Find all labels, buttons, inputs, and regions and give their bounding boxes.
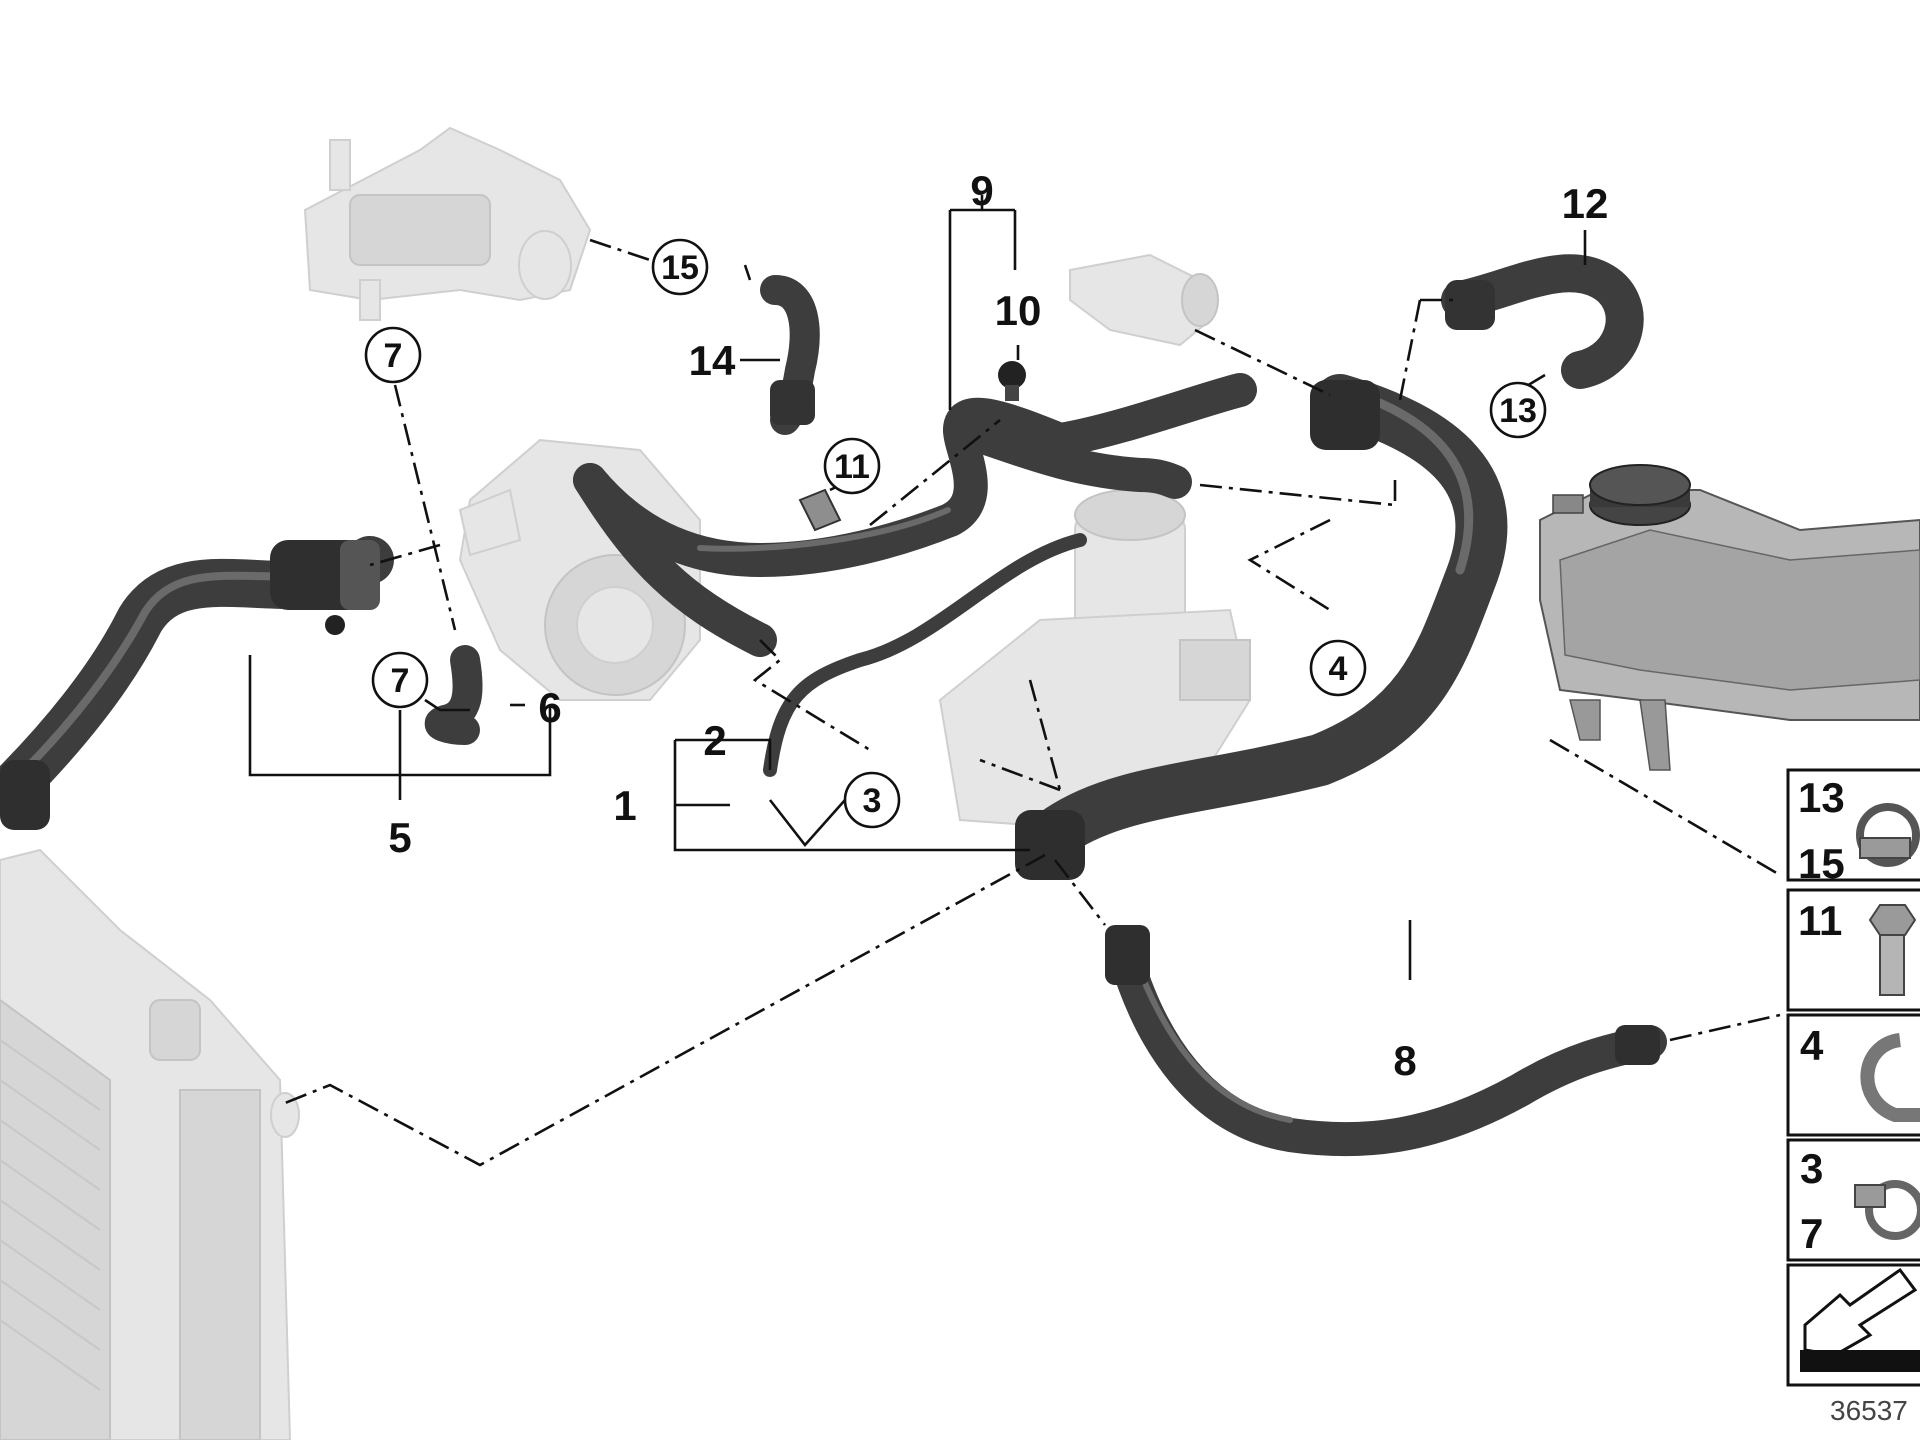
callout-12: 12 — [1562, 180, 1609, 227]
legend-row-clip-4: 4 — [1800, 1022, 1920, 1122]
bolt-11 — [798, 488, 842, 532]
svg-text:3: 3 — [863, 782, 882, 820]
svg-text:3: 3 — [1800, 1145, 1823, 1192]
svg-text:7: 7 — [1800, 1210, 1823, 1257]
svg-text:7: 7 — [384, 337, 403, 375]
hose-14 — [760, 275, 820, 435]
svg-text:12: 12 — [1562, 180, 1609, 227]
callout-10: 10 — [995, 287, 1042, 334]
svg-text:7: 7 — [391, 662, 410, 700]
direction-arrow-icon — [1800, 1267, 1920, 1372]
callout-4: 4 — [1309, 639, 1367, 697]
svg-text:1: 1 — [613, 782, 636, 829]
thermostat-housing-top — [303, 126, 592, 321]
callout-13: 13 — [1489, 381, 1547, 439]
legend-row-clamp-3-7: 3 7 — [1800, 1145, 1920, 1257]
legend-row-arrow — [1800, 1267, 1920, 1372]
callout-1: 1 — [613, 782, 636, 829]
svg-text:15: 15 — [661, 249, 699, 287]
callout-6: 6 — [538, 684, 561, 731]
callout-9: 9 — [970, 167, 993, 214]
legend-panel: 13 15 11 4 3 7 — [1786, 768, 1920, 1387]
callout-14: 14 — [689, 337, 736, 384]
expansion-tank — [1539, 464, 1920, 771]
callout-7-top: 7 — [364, 326, 422, 384]
callout-8: 8 — [1393, 1037, 1416, 1084]
callout-11: 11 — [823, 437, 881, 495]
callout-3: 3 — [843, 771, 901, 829]
svg-text:6: 6 — [538, 684, 561, 731]
hose-6-small — [424, 645, 483, 745]
svg-text:11: 11 — [1798, 897, 1842, 944]
plug-10 — [998, 361, 1026, 401]
svg-text:13: 13 — [1798, 774, 1845, 821]
callout-7-bottom: 7 — [371, 651, 429, 709]
svg-text:2: 2 — [703, 717, 726, 764]
hose-12 — [1441, 254, 1644, 389]
spring-clamp-icon — [1854, 1180, 1920, 1240]
svg-text:14: 14 — [689, 337, 736, 384]
bolt-icon — [1868, 904, 1917, 996]
svg-text:4: 4 — [1800, 1022, 1824, 1069]
svg-text:11: 11 — [834, 448, 870, 486]
svg-text:36537: 36537 — [1830, 1395, 1908, 1426]
relation-lines — [279, 238, 1781, 1167]
svg-text:10: 10 — [995, 287, 1042, 334]
small-pipe-fitting — [1069, 253, 1219, 347]
leader-lines — [248, 195, 1587, 980]
diagram-number: 36537 — [1830, 1395, 1908, 1426]
hose-9-assembly — [573, 373, 1257, 657]
legend-row-clamp-13-15: 13 15 — [1798, 774, 1920, 887]
hose-5-radiator-upper — [0, 536, 394, 830]
fitting-7-small — [325, 615, 345, 635]
svg-text:13: 13 — [1499, 392, 1537, 430]
hose-clamp-icon — [1856, 803, 1920, 867]
callout-5: 5 — [388, 814, 411, 861]
clip-ring-icon — [1860, 1033, 1920, 1122]
callout-2: 2 — [703, 717, 726, 764]
svg-text:4: 4 — [1329, 650, 1348, 688]
callout-15: 15 — [651, 238, 709, 296]
svg-text:5: 5 — [388, 814, 411, 861]
svg-text:15: 15 — [1798, 840, 1845, 887]
legend-row-bolt-11: 11 — [1798, 897, 1917, 996]
hose-2-thin — [763, 533, 1087, 777]
hose-4-main — [1015, 374, 1508, 880]
svg-text:8: 8 — [1393, 1037, 1416, 1084]
hose-8 — [1105, 925, 1667, 1157]
svg-text:9: 9 — [970, 167, 993, 214]
radiator — [0, 848, 300, 1440]
